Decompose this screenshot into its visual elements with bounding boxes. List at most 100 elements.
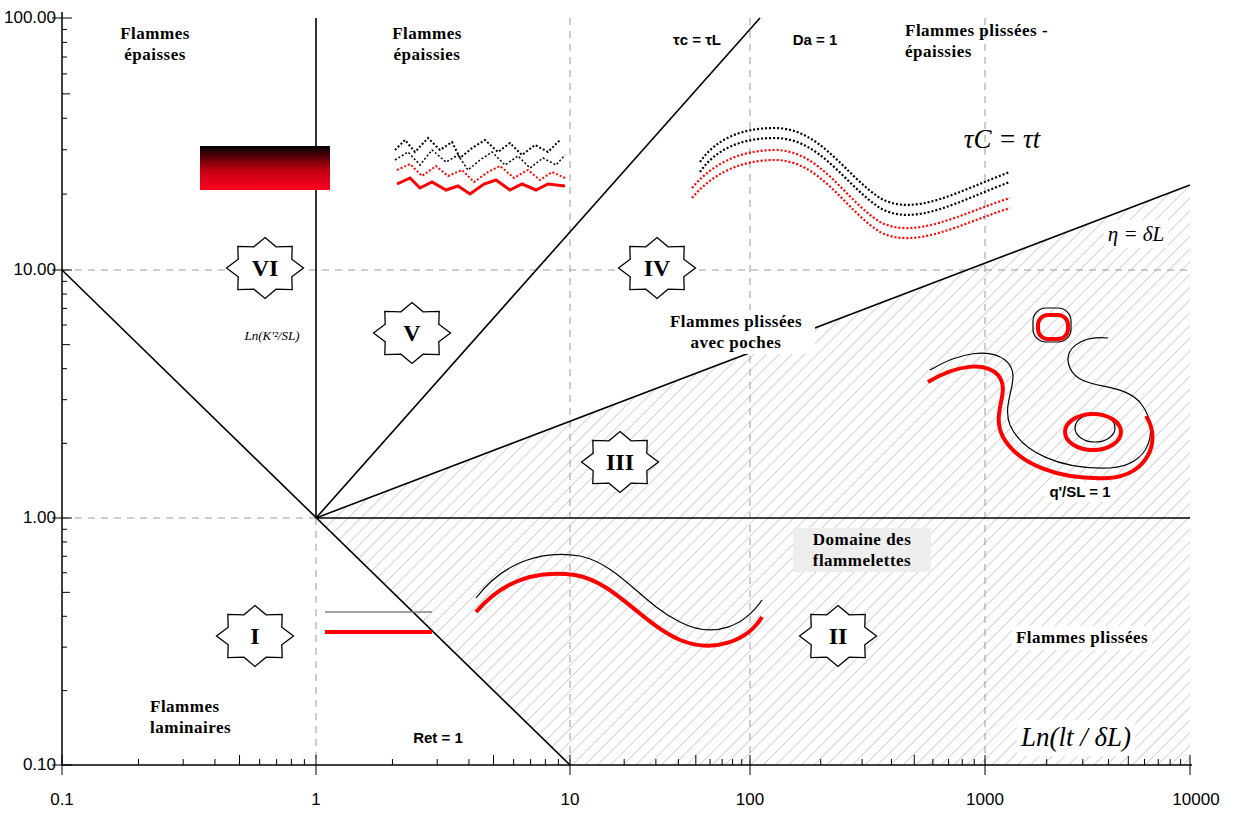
- axis-tick: [1128, 755, 1129, 765]
- axis-tick: [468, 759, 469, 765]
- axis-tick: [62, 755, 63, 775]
- boundary-label: q'/SL = 1: [1045, 482, 1114, 503]
- region-star: V: [372, 301, 452, 365]
- axis-tick: [948, 759, 949, 765]
- grid-lines: [62, 18, 1190, 765]
- axis-tick: [1144, 759, 1145, 765]
- axis-tick: [513, 759, 514, 765]
- axis-tick: [932, 759, 933, 765]
- axis-tick: [1158, 759, 1159, 765]
- axis-tick: [62, 616, 67, 617]
- axes: [62, 12, 1192, 765]
- axis-tick: [62, 194, 67, 195]
- axis-tick: [974, 759, 975, 765]
- region-star: IV: [617, 236, 697, 300]
- axis-tick: [62, 93, 70, 94]
- axis-tick: [437, 759, 438, 765]
- axis-tick: [214, 759, 215, 765]
- boundary-label: Da = 1: [793, 31, 838, 50]
- axis-tick: [62, 294, 67, 295]
- axis-number: 100.00: [4, 7, 56, 28]
- region-number: III: [580, 430, 660, 494]
- axis-tick: [183, 759, 184, 765]
- axis-tick: [62, 529, 67, 530]
- axis-tick: [655, 759, 656, 765]
- axis-tick: [1170, 759, 1171, 765]
- region-star: VI: [225, 236, 305, 300]
- region-star: II: [798, 604, 878, 668]
- axis-tick: [138, 759, 139, 765]
- axis-ticks: [52, 18, 1190, 775]
- region-number: II: [798, 604, 878, 668]
- axis-tick: [62, 29, 67, 30]
- axis-number: 1.00: [23, 507, 56, 528]
- axis-tick: [624, 759, 625, 765]
- boundary-label: Ret = 1: [413, 729, 463, 748]
- axis-tick: [304, 759, 305, 765]
- axis-tick: [62, 572, 67, 573]
- thickened-flame-sketch: [395, 138, 565, 194]
- region-star: III: [580, 430, 660, 494]
- axis-tick: [741, 759, 742, 765]
- axis-tick: [62, 118, 67, 119]
- axis-tick: [62, 308, 67, 309]
- axis-number: 10.00: [13, 259, 56, 280]
- axis-tick: [62, 325, 67, 326]
- axis-tick: [820, 759, 821, 765]
- axis-number: 1000: [966, 789, 1004, 810]
- pocket-flame-sketch: [928, 308, 1152, 478]
- axis-tick: [62, 647, 67, 648]
- region-number: I: [215, 604, 295, 668]
- boundary-label: η = δL: [1104, 220, 1169, 248]
- axis-tick: [276, 759, 277, 765]
- axis-tick: [558, 759, 559, 765]
- axis-tick: [62, 541, 67, 542]
- axis-tick: [291, 759, 292, 765]
- boundary-label: τC = τt: [964, 123, 1041, 157]
- axis-tick: [392, 759, 393, 765]
- axis-tick: [316, 755, 317, 775]
- axis-tick: [62, 42, 67, 43]
- axis-tick: [1046, 759, 1047, 765]
- axis-tick: [732, 759, 733, 765]
- region-title: Flammes épaissies: [379, 23, 475, 66]
- axis-tick: [62, 344, 70, 345]
- region-title: Flammes plissées: [1012, 626, 1152, 649]
- axis-tick: [62, 149, 67, 150]
- axis-tick: [695, 755, 696, 765]
- axis-tick: [62, 556, 67, 557]
- axis-tick: [239, 755, 240, 765]
- axis-tick: [62, 592, 70, 593]
- axis-number: 0.1: [50, 789, 74, 810]
- axis-tick: [891, 759, 892, 765]
- region-title: Flammes épaisses: [107, 23, 203, 66]
- axis-tick: [530, 759, 531, 765]
- axis-title: Ln(K'²/SL): [240, 327, 303, 345]
- axis-tick: [862, 759, 863, 765]
- region-title: Flammes laminaires: [150, 696, 255, 739]
- regime-boundaries: [62, 18, 1190, 765]
- axis-number: 1: [311, 789, 320, 810]
- axis-tick: [62, 690, 67, 691]
- axis-tick: [1180, 759, 1181, 765]
- axis-tick: [678, 759, 679, 765]
- axis-tick: [570, 755, 571, 775]
- region-number: VI: [225, 236, 305, 300]
- wrinkled-flame-sketch: [476, 554, 762, 645]
- flamelet-hatch: [316, 185, 1190, 765]
- axis-tick: [1082, 759, 1083, 765]
- axis-tick: [962, 759, 963, 765]
- axis-number: 0.10: [23, 754, 56, 775]
- region-star: I: [215, 604, 295, 668]
- axis-tick: [914, 755, 915, 765]
- axis-tick: [710, 759, 711, 765]
- region-title: Flammes plissées - épaissies: [905, 20, 1080, 63]
- axis-tick: [62, 443, 67, 444]
- region-number: IV: [617, 236, 697, 300]
- axis-tick: [62, 281, 67, 282]
- boundary-label: τc = τL: [673, 31, 721, 50]
- axis-tick: [1190, 755, 1191, 775]
- axis-number: 10: [561, 789, 580, 810]
- axis-tick: [750, 755, 751, 775]
